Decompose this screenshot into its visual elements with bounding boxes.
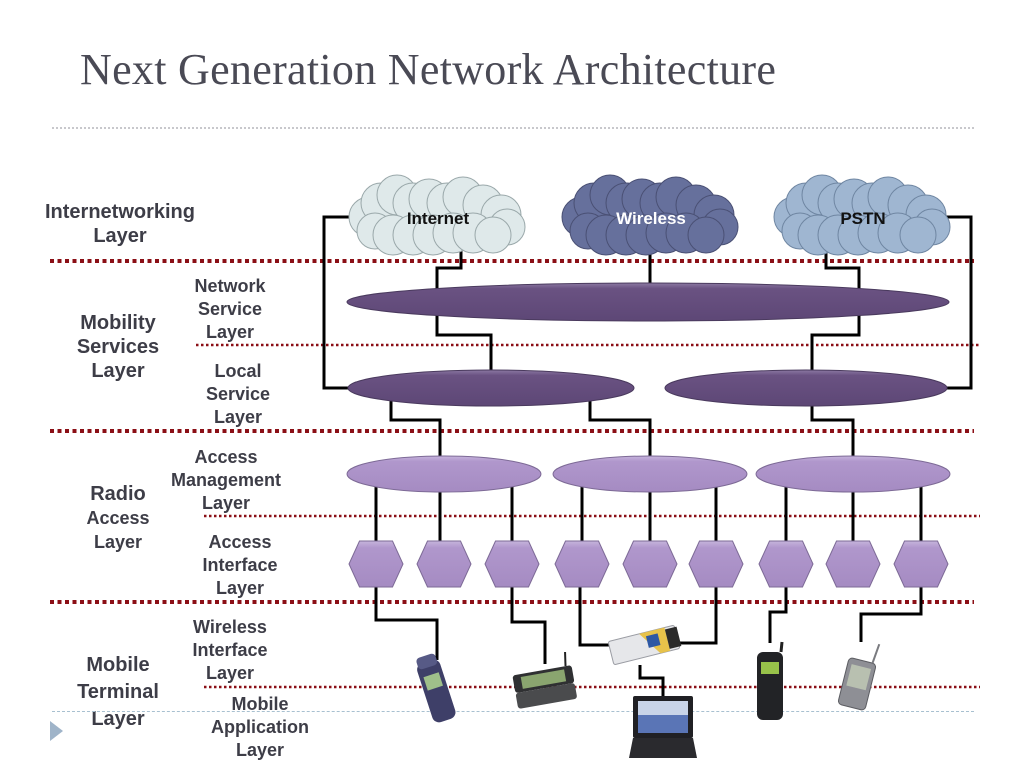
access-interface-node <box>622 540 678 588</box>
label-line: Internetworking <box>44 201 195 223</box>
label-line: Management <box>170 470 282 490</box>
label-mobile-application-layer: Mobile Application Layer <box>200 693 320 762</box>
label-access-management-layer: Access Management Layer <box>160 446 292 515</box>
label-line: Access <box>194 447 258 467</box>
label-line: Interface <box>192 640 268 660</box>
label-access-interface-layer: Access Interface Layer <box>190 531 290 600</box>
label-line: Mobile <box>231 694 289 714</box>
access-interface-node <box>758 540 814 588</box>
label-mobile-terminal-layer: Mobile Terminal Layer <box>58 652 178 733</box>
access-management-node <box>755 455 951 493</box>
connector-line <box>374 566 439 660</box>
label-line: Layer <box>93 225 147 247</box>
label-line: Layer <box>215 578 265 598</box>
label-mobility-services-layer: Mobility Services Layer <box>58 311 178 383</box>
network-service-node <box>346 282 950 322</box>
label-line: Local <box>214 361 262 381</box>
cloud-label: Internet <box>407 209 470 228</box>
connector-line <box>588 388 652 474</box>
connector-line <box>578 566 612 647</box>
label-line: Radio <box>90 483 146 505</box>
label-line: Service <box>205 384 271 404</box>
cloud-bubble <box>474 216 512 254</box>
label-line: Layer <box>213 407 263 427</box>
wireless-cloud: Wireless <box>561 174 739 256</box>
label-line: Layer <box>91 360 145 382</box>
flip-phone-icon <box>416 653 456 723</box>
label-line: Layer <box>205 322 255 342</box>
cloud-bubble <box>899 216 937 254</box>
cloud-bubble <box>687 216 725 254</box>
communicator-icon <box>512 651 577 709</box>
connector-line <box>677 566 718 645</box>
label-line: Services <box>76 336 160 358</box>
label-line: Layer <box>235 740 285 760</box>
internet-cloud: Internet <box>348 174 526 256</box>
cloud-label: PSTN <box>840 209 885 228</box>
access-interface-node <box>825 540 881 588</box>
connector-line <box>435 302 493 388</box>
pda-icon <box>837 643 881 711</box>
connector-line <box>810 302 861 388</box>
label-line: Layer <box>205 663 255 683</box>
connector-line <box>768 566 788 643</box>
connector-line <box>389 388 442 474</box>
label-line: Interface <box>202 555 278 575</box>
connector-line <box>824 245 861 302</box>
local-service-node <box>347 369 635 407</box>
local-service-node <box>664 369 948 407</box>
label-line: Access <box>208 532 272 552</box>
label-line: Service <box>197 299 263 319</box>
slide-title: Next Generation Network Architecture <box>80 45 777 94</box>
label-line: Mobility <box>80 312 156 334</box>
access-interface-node <box>348 540 404 588</box>
access-interface-node <box>554 540 610 588</box>
label-line: Terminal <box>77 681 159 703</box>
clouds: Internet Wireless PSTN <box>348 174 951 256</box>
connector-line <box>510 566 547 664</box>
mobile-phone-icon <box>757 641 784 720</box>
label-line: Wireless <box>193 617 267 637</box>
label-line: Application <box>211 717 309 737</box>
access-interface-node <box>688 540 744 588</box>
connector-line <box>859 566 923 642</box>
label-internetworking-layer: Internetworking Layer <box>20 200 220 248</box>
label-line: Access <box>86 508 150 528</box>
label-line: Mobile <box>86 654 150 676</box>
pstn-cloud: PSTN <box>773 174 951 256</box>
access-interface-node <box>416 540 472 588</box>
label-network-service-layer: Network Service Layer <box>180 275 280 344</box>
terminals <box>416 625 881 758</box>
access-interface-node <box>893 540 949 588</box>
label-wireless-interface-layer: Wireless Interface Layer <box>180 616 280 685</box>
connector-line <box>638 665 665 696</box>
label-line: Layer <box>201 493 251 513</box>
footer-divider <box>52 711 974 712</box>
pc-card-icon <box>608 625 682 665</box>
label-line: Network <box>194 276 266 296</box>
nodes <box>346 282 951 588</box>
laptop-icon <box>629 696 697 758</box>
label-local-service-layer: Local Service Layer <box>188 360 288 429</box>
label-radio-access-layer: Radio Access Layer <box>68 482 168 554</box>
label-line: Layer <box>91 708 145 730</box>
access-management-node <box>552 455 748 493</box>
label-line: Layer <box>93 532 143 552</box>
access-management-node <box>346 455 542 493</box>
connector-line <box>322 215 358 390</box>
access-interface-node <box>484 540 540 588</box>
title-divider <box>52 127 974 129</box>
connector-line <box>435 245 463 302</box>
bullet-arrow-icon <box>50 721 63 741</box>
cloud-label: Wireless <box>616 209 686 228</box>
